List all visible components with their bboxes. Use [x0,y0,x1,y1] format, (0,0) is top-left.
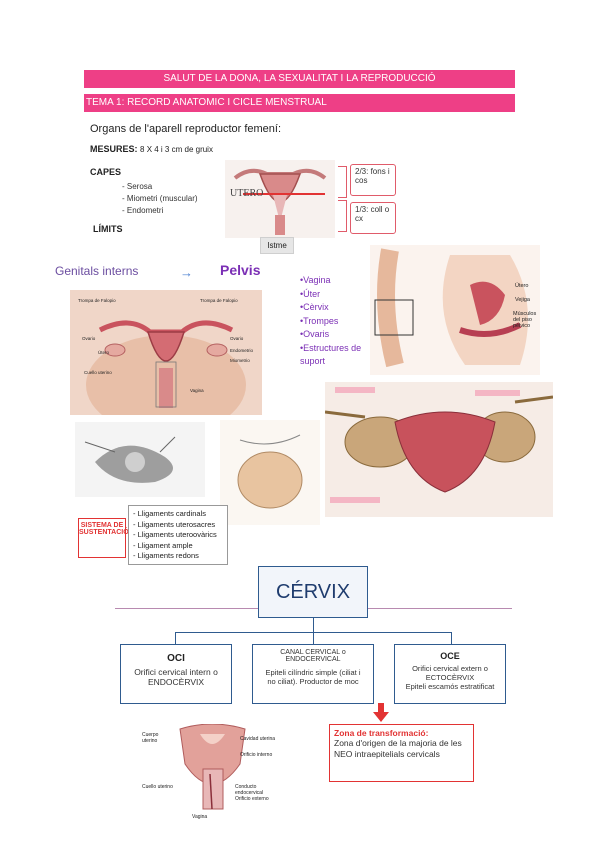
fig-label: Ovario [230,336,244,341]
istme-box: Istme [260,237,294,254]
connector [451,632,452,644]
bracket-lower [338,200,347,232]
bracket-upper [338,166,347,198]
fig-label: Endometrio [230,348,254,353]
header-subtitle: TEMA 1: RECORD ANATOMIC I CICLE MENSTRUA… [84,94,515,112]
capes-item: - Endometri [122,206,164,215]
zone-text: Zona d'origen de la majoria de les NEO i… [334,738,462,759]
uterus-diagram [225,160,335,238]
connector [313,618,314,632]
capes-item: - Serosa [122,182,153,191]
fig-label: Trompa de Falopio [78,298,116,303]
fig-label: Vagina [190,388,204,393]
measures-line: MESURES: 8 X 4 i 3 cm de gruix [90,144,213,154]
fig-label: Trompa de Falopio [200,298,238,303]
canal-line: Epiteli cilíndric simple (ciliat i [265,668,361,677]
fig-label: Cavidad uterina [240,736,276,742]
genitals-item: •Estructures de suport [300,342,362,367]
fig-label: Útero [98,350,110,355]
canal-box: CANAL CERVICAL o ENDOCERVICAL Epiteli ci… [252,644,374,704]
capes-list: - Serosa - Miometri (muscular) - Endomet… [122,181,198,217]
oci-line: Orifici cervical intern o [134,667,218,677]
transformation-zone-box: Zona de transformació: Zona d'origen de … [329,724,474,782]
zone-title: Zona de transformació: [334,728,429,738]
canal-line: no ciliat). Productor de moc [267,677,359,686]
fig-label: Miometrio [230,358,250,363]
oce-box: OCE Orifici cervical extern o ECTOCÈRVIX… [394,644,506,704]
capes-item: - Miometri (muscular) [122,194,198,203]
genitals-item: •Ovaris [300,329,330,339]
fig-label: Vejiga [515,297,530,303]
fig-label: Conducto endocervical [235,784,264,796]
connector [175,632,176,644]
support-item: - Lligaments uterosacres [133,519,216,529]
support-item: - Lligaments redons [133,551,199,560]
genitals-item: •Vagina [300,275,331,285]
oci-heading: OCI [167,653,185,664]
measures-value: 8 X 4 i 3 cm de gruix [140,145,213,154]
fig-label: Útero [515,283,529,289]
fig-label: Ovario [82,336,96,341]
cervix-title-box: CÉRVIX [258,566,368,618]
pelvis-label: Pelvis [220,262,261,278]
fig-label: Cuello uterino [84,370,112,375]
sagittal-figure: Útero Vejiga Músculos del piso pélvico [370,245,540,375]
support-item: - Lligaments cardinals [133,509,206,518]
genitals-item: •Úter [300,288,321,299]
support-item: - Lligament ample [133,540,193,550]
fig-label: Músculos del piso pélvico [513,311,537,329]
connector [313,632,314,644]
fig-label: Vagina [192,814,208,820]
oce-heading: OCE [440,651,460,661]
cervix-section-figure: Cuerpo uterino Cavidad uterina Orificio … [140,724,285,824]
capes-label: CAPES [90,167,122,177]
genitals-label: Genitals interns [55,264,139,278]
cervix-title: CÉRVIX [275,581,351,603]
intro-text: Organs de l'aparell reproductor femení: [90,123,282,135]
oci-box: OCI Orifici cervical intern o ENDOCÈRVIX [120,644,232,704]
ovary-figure [220,420,320,525]
header-title: SALUT DE LA DONA, LA SEXUALITAT I LA REP… [84,70,515,88]
oce-line: Orifici cervical extern o [412,664,488,673]
down-arrow-icon [373,703,389,728]
support-item: - Lligaments uteroovàrics [133,530,217,539]
limits-label: LÍMITS [93,224,123,234]
genitals-list: •Vagina •Úter •Cèrvix •Trompes •Ovaris •… [300,274,370,369]
fig-label: Orificio externo [235,796,269,802]
support-list: - Lligaments cardinals - Lligaments uter… [128,505,228,565]
canal-heading: CANAL CERVICAL o ENDOCERVICAL [280,649,346,663]
genitals-item: •Trompes [300,315,339,326]
fig-label: Orificio interno [240,752,273,758]
fig-label: Cuerpo uterino [142,732,159,744]
lateral-ligament-figure [75,422,205,497]
arrow-right-icon: → [180,265,193,280]
genitals-item: •Cèrvix [300,302,329,312]
fig-label: Cuello uterino [142,784,173,790]
utero-label: UTERO [230,188,264,199]
measures-label: MESURES: [90,144,138,154]
oce-line: Epiteli escamós estratificat [405,682,495,691]
uterus-front-figure: Trompa de Falopio Trompa de Falopio Ovar… [70,290,262,415]
oci-line: ENDOCÈRVIX [147,677,205,687]
ligaments-figure [325,382,553,517]
support-title: SISTEMA DE SUSTENTACIÓ [78,518,129,558]
oce-line: ECTOCÈRVIX [425,673,475,682]
cervix-third-box: 1/3: coll o cx [350,202,396,234]
fundus-box: 2/3: fons i cos [350,164,396,196]
